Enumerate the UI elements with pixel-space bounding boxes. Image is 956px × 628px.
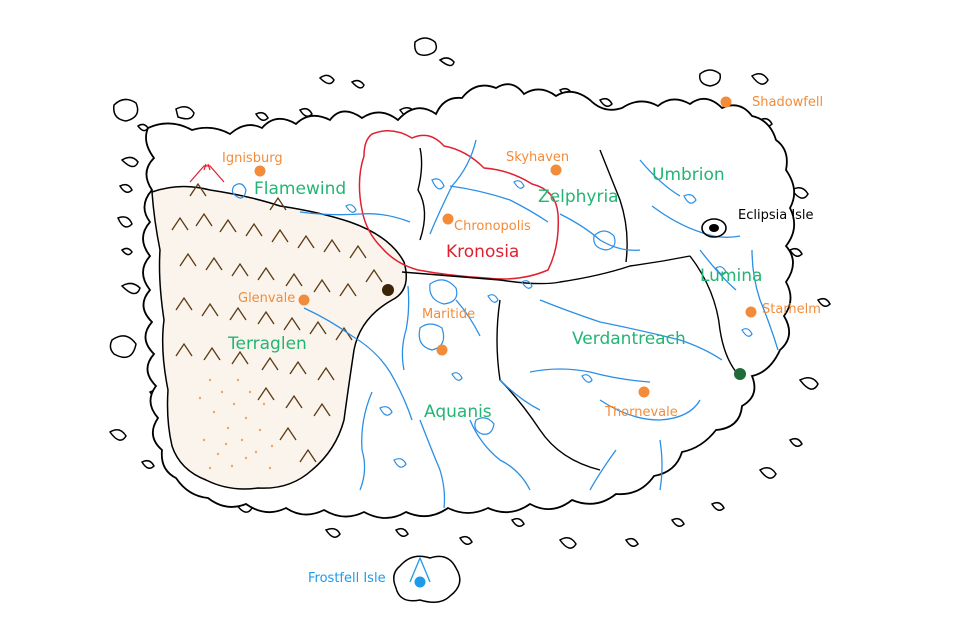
desert-dots xyxy=(198,378,274,470)
region-label-verdantreach: Verdantreach xyxy=(572,329,686,349)
city-label-shadowfell: Shadowfell xyxy=(752,95,823,110)
city-dot-skyhaven[interactable] xyxy=(550,164,562,176)
eclipse-icon xyxy=(701,218,727,238)
city-dot-maritide[interactable] xyxy=(436,344,448,356)
city-dot-starhelm[interactable] xyxy=(745,306,757,318)
island-label-frostfell: Frostfell Isle xyxy=(308,571,386,586)
city-dot-glenvale[interactable] xyxy=(298,294,310,306)
region-label-kronosia: Kronosia xyxy=(446,242,519,262)
city-label-ignisburg: Ignisburg xyxy=(222,151,283,166)
mountain-icon xyxy=(171,182,383,463)
volcano-icon xyxy=(189,163,225,183)
region-label-flamewind: Flamewind xyxy=(254,179,346,199)
region-labels: Flamewind Zelphyria Umbrion Kronosia Lum… xyxy=(227,165,762,422)
city-dot-ignisburg[interactable] xyxy=(254,165,266,177)
city-dot-chronopolis[interactable] xyxy=(442,213,454,225)
region-label-terraglen: Terraglen xyxy=(227,334,307,354)
city-label-maritide: Maritide xyxy=(422,307,475,322)
city-labels: Ignisburg Skyhaven Shadowfell Chronopoli… xyxy=(222,95,823,420)
city-label-glenvale: Glenvale xyxy=(238,291,295,306)
city-label-thornevale: Thornevale xyxy=(604,405,678,420)
dark-marker[interactable] xyxy=(382,284,394,296)
region-label-umbrion: Umbrion xyxy=(652,165,725,185)
city-markers[interactable] xyxy=(254,96,757,398)
city-dot-shadowfell[interactable] xyxy=(720,96,732,108)
green-marker[interactable] xyxy=(734,368,746,380)
region-label-aquanis: Aquanis xyxy=(424,402,492,422)
region-label-lumina: Lumina xyxy=(700,266,762,286)
frostfell-isle-dot[interactable] xyxy=(414,576,426,588)
terraglen-area xyxy=(151,185,407,490)
region-label-zelphyria: Zelphyria xyxy=(538,187,619,207)
kronosia-border xyxy=(358,130,560,280)
frostfell-isle-coast xyxy=(393,555,461,603)
city-label-skyhaven: Skyhaven xyxy=(506,150,569,165)
city-dot-thornevale[interactable] xyxy=(638,386,650,398)
lakes xyxy=(231,178,753,468)
region-borders xyxy=(401,147,737,471)
city-label-starhelm: Starhelm xyxy=(762,302,821,317)
island-label-eclipsia: Eclipsia Isle xyxy=(738,208,814,223)
city-label-chronopolis: Chronopolis xyxy=(454,219,531,234)
rivers xyxy=(299,139,779,509)
ice-peak-icon xyxy=(409,556,431,583)
